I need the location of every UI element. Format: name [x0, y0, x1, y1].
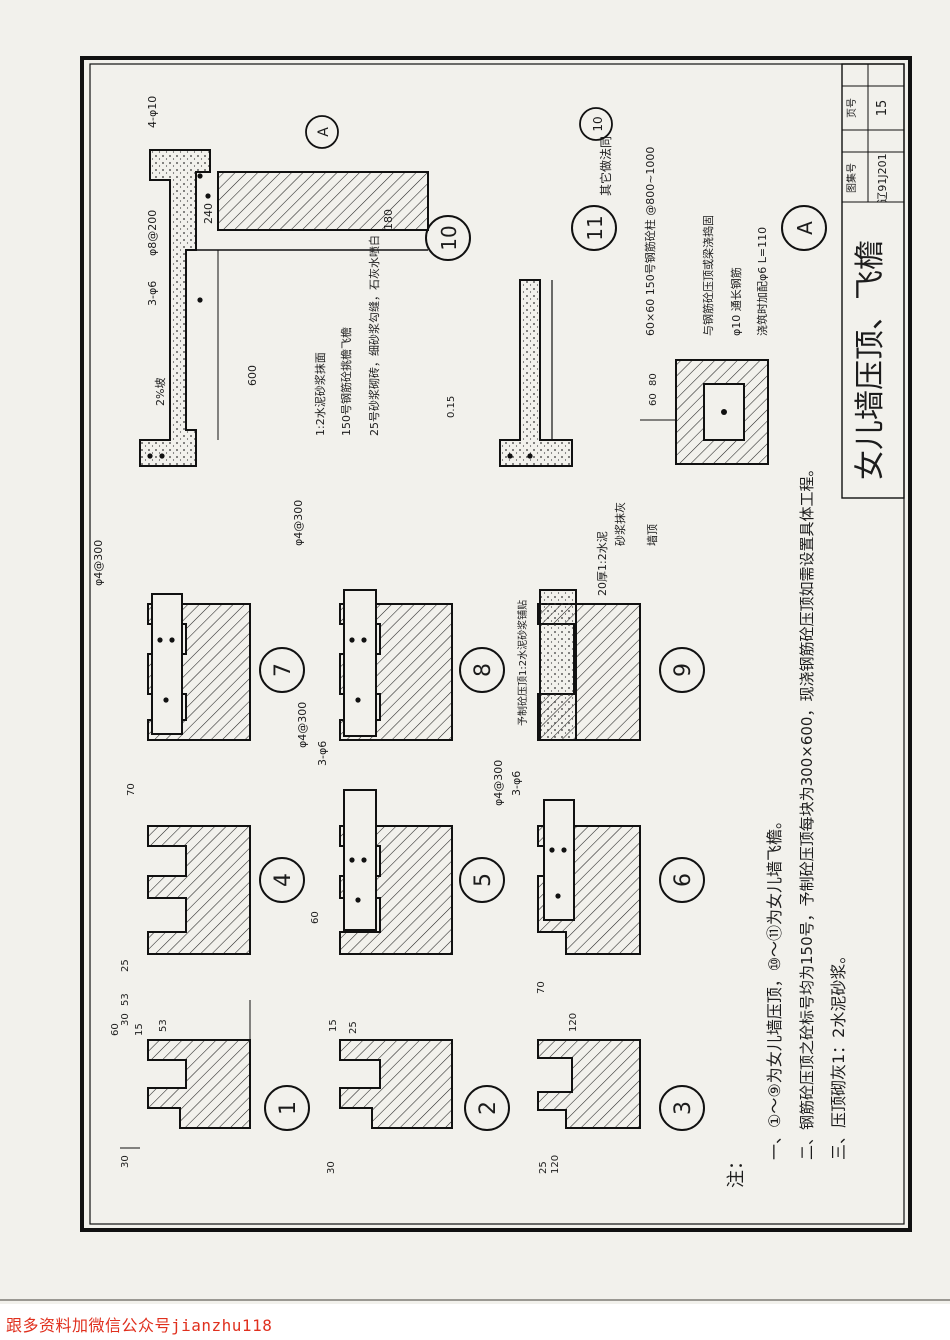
dim-4-30: 30 [120, 1013, 131, 1026]
note-1: 一、①～⑨为女儿墙压顶，⑩～⑪为女儿墙飞檐。 [765, 813, 784, 1160]
d10-ref-a: A [316, 127, 332, 137]
detail-4: 25 53 30 60 4 [120, 825, 321, 1026]
dim-6-3phi6: 3-φ6 [510, 771, 523, 796]
dim-9-roof: 墙顶 [645, 524, 659, 546]
page-label: 页号 [846, 98, 858, 118]
d10-180: 180 [382, 209, 395, 230]
detail-11-no: 11 [583, 215, 607, 240]
d10-concrete: 150号钢筋砼挑檐飞檐 [339, 327, 353, 436]
da-column: 60×60 150号钢筋砼柱 @800~1000 [643, 147, 657, 336]
da-ref: A [793, 221, 817, 235]
detail-7-no: 7 [271, 663, 296, 677]
d10-4phi10: 4-φ10 [146, 96, 159, 128]
title: 女儿墙压顶、飞檐 [853, 240, 888, 480]
detail-10: 600 240 180 2%坡 4-φ10 φ8@200 3-φ6 1:2水泥砂… [139, 96, 471, 467]
detail-5-no: 5 [471, 873, 496, 887]
detail-1-no: 1 [276, 1101, 301, 1115]
detail-2: 30 25 15 2 [326, 1019, 510, 1174]
dim-3-120b: 120 [568, 1013, 579, 1032]
detail-10-no: 10 [437, 225, 461, 250]
dim-1-30: 30 [120, 1155, 131, 1168]
dim-1-15: 15 [134, 1023, 145, 1036]
d10-phi8: φ8@200 [146, 210, 159, 256]
dim-1-60: 60 [110, 1023, 121, 1036]
da-rebar: 与钢筋砼压顶或梁浇捣固 [701, 215, 715, 336]
detail-5: φ4@300 3-φ6 5 [296, 702, 505, 955]
title-block: 女儿墙压顶、飞檐 图集号 辽91J201 页号 15 [841, 63, 905, 499]
detail-2-no: 2 [476, 1101, 501, 1115]
notes-heading: 注： [726, 1152, 747, 1188]
dim-7-phi4: φ4@300 [92, 540, 105, 586]
dim-9-mortar: 20厚1:2水泥 [596, 531, 609, 596]
d10-mortar: 1:2水泥砂浆抹面 [313, 352, 327, 436]
detail-1: 30 60 53 15 1 [110, 1000, 310, 1168]
detail-9-no: 9 [671, 663, 696, 677]
dim-6-70: 70 [536, 981, 547, 994]
note-2: 二、钢筋砼压顶之砼标号均为150号，予制砼压顶每块为300×600，现浇钢筋砼压… [798, 462, 816, 1160]
dim-3-25: 25 [538, 1161, 549, 1174]
dim-2-30: 30 [326, 1161, 337, 1174]
da-phi6: 浇筑时加配φ6 L=110 [755, 227, 769, 336]
detail-8: φ4@300 8 [292, 500, 505, 741]
notes: 注： 一、①～⑨为女儿墙压顶，⑩～⑪为女儿墙飞檐。 二、钢筋砼压顶之砼标号均为1… [726, 462, 848, 1188]
dim-7-70: 70 [126, 783, 137, 796]
dim-8-phi4: φ4@300 [292, 500, 305, 546]
d10-240: 240 [202, 203, 215, 224]
detail-6: φ4@300 3-φ6 70 6 [492, 760, 705, 994]
dim-9-mortar-b: 砂浆抹灰 [613, 502, 627, 546]
da-phi10: φ10 通长钢筋 [729, 267, 743, 336]
detail-4-no: 4 [271, 873, 296, 887]
dim-4-25: 25 [120, 959, 131, 972]
detail-9: 予制砼压顶1:2水泥砂浆铺贴 20厚1:2水泥 砂浆抹灰 墙顶 9 [516, 502, 705, 741]
dim-5-phi4: φ4@300 [296, 702, 309, 748]
detail-3: 120 25 120 3 [537, 1013, 705, 1174]
dim-4-53: 53 [120, 993, 131, 1006]
dim-3-120: 120 [550, 1155, 561, 1174]
da-60: 60 [648, 393, 659, 406]
d10-3phi6: 3-φ6 [146, 281, 159, 306]
atlas-no: 辽91J201 [876, 153, 889, 202]
detail-6-no: 6 [671, 873, 696, 887]
dim-6-phi4: φ4@300 [492, 760, 505, 806]
detail-3-no: 3 [671, 1101, 696, 1115]
dim-1-53: 53 [158, 1019, 169, 1032]
detail-a: 60×60 150号钢筋砼柱 @800~1000 与钢筋砼压顶或梁浇捣固 φ10… [640, 147, 827, 465]
da-80: 80 [648, 373, 659, 386]
atlas-label: 图集号 [845, 163, 858, 193]
d11-ref-10: 10 [591, 116, 605, 131]
dim-5-3phi6: 3-φ6 [316, 741, 329, 766]
d10-brick: 25号砂浆砌砖，细砂浆勾缝，石灰水喷白 [367, 235, 381, 436]
footer-watermark-text: 跟多资料加微信公众号jianzhu118 [6, 1316, 273, 1335]
dim-2-25: 25 [348, 1021, 359, 1034]
d11-015: 0.15 [446, 396, 457, 418]
dim-9-precast: 予制砼压顶1:2水泥砂浆铺贴 [516, 600, 529, 726]
detail-8-no: 8 [471, 663, 496, 677]
d10-600: 600 [246, 365, 259, 386]
d11-other: 其它做法同 [598, 136, 613, 196]
note-3: 三、压顶砌灰1：2水泥砂浆。 [829, 948, 848, 1160]
detail-11: 0.15 其它做法同 10 11 [446, 107, 617, 467]
detail-7: 70 φ4@300 7 [92, 540, 305, 796]
page-no: 15 [875, 100, 890, 117]
dim-4-60: 60 [310, 911, 321, 924]
dim-2-15: 15 [328, 1019, 339, 1032]
d10-slope: 2%坡 [154, 378, 167, 406]
drawing-frame [80, 56, 912, 1232]
footer-band [0, 1304, 950, 1340]
